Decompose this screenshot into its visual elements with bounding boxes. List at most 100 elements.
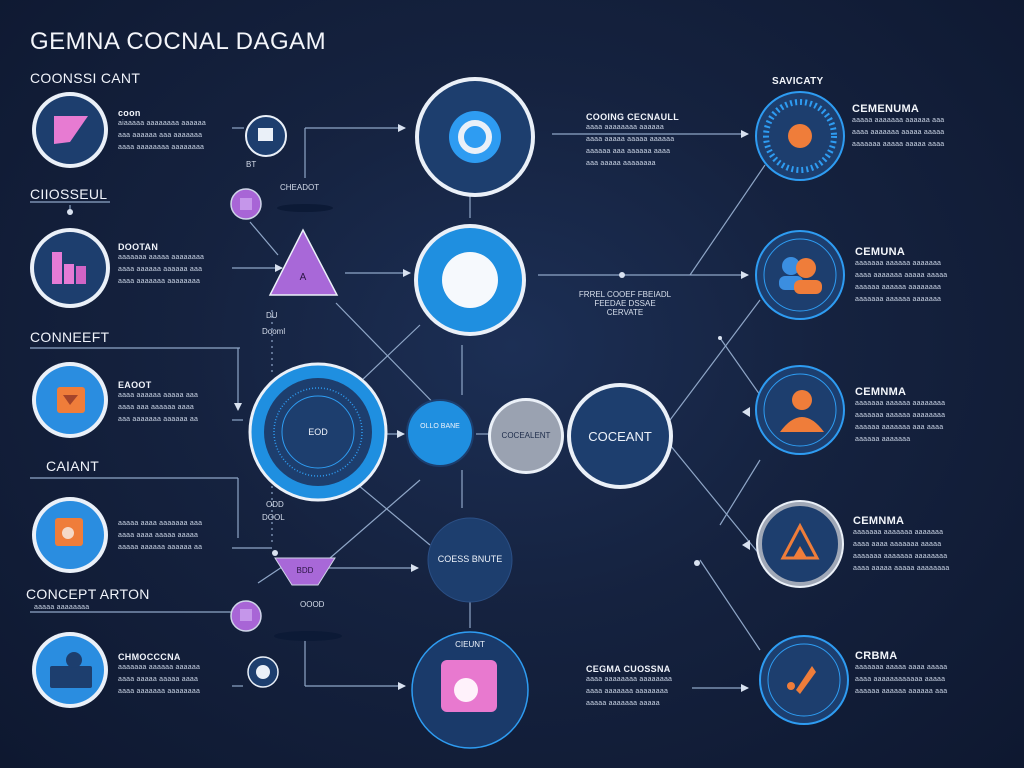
bar-chart-icon: [52, 252, 86, 284]
center-top-caption: COOING CECNAULL aaaa aaaaaaaa aaaaaa aaa…: [586, 112, 679, 170]
plinth: [274, 631, 342, 641]
right-node-1[interactable]: [755, 91, 845, 181]
caption-line: aaaa aaaaaa aaaaaa aaa: [118, 266, 203, 273]
connector: [321, 479, 421, 566]
sync-icon: [458, 120, 492, 154]
caption-line: aaaaaa aaaaaaa aaa aaaa: [855, 424, 944, 431]
right-caption-4: CEMNMA aaaaaaa aaaaaaa aaaaaaa aaaa aaaa…: [853, 515, 949, 575]
caption-line: aaaaaa aaaaaa aaaaaaaa: [855, 284, 942, 291]
caption-line: aaaa aaaaaaa aaaaa aaaaa: [852, 129, 945, 136]
caption-line: aaaaaaa aaaaaa aaaaaaa: [855, 260, 942, 267]
caption-line: aaaa aaaaa aaaaa aaaaaaaa: [853, 565, 950, 572]
caption-line: aaaaaa aaaaaaa: [855, 436, 911, 443]
caption-line: aaaa aaaaaaa aaaaaaaa: [586, 688, 669, 695]
left-node-4[interactable]: [32, 497, 108, 573]
right-node-2[interactable]: [755, 230, 845, 320]
caption-line: aaa aaaaa aaaaaaaa: [586, 160, 656, 167]
tiny-label-g: OOOD: [300, 600, 325, 609]
center-big-ring[interactable]: [248, 362, 388, 502]
right-node-3[interactable]: [755, 365, 845, 455]
left-caption-3: EAOOT aaaa aaaaaa aaaaa aaa aaaa aaa aaa…: [118, 380, 198, 426]
caption-line: aaaa aaaaaaaa aaaaaaaa: [586, 676, 673, 683]
connector: [669, 444, 761, 556]
left-node-3[interactable]: [32, 362, 108, 438]
caption-line: aaaaa aaaaaaa aaaaaa aaa: [852, 117, 945, 124]
caption-line: aaaa aaaaa aaaaa aaaaaa: [586, 136, 675, 143]
caption-title: CEMUNA: [855, 246, 906, 258]
caption-line: aaaa aaaaaaa aaaaaaaa: [118, 278, 201, 285]
connector: [719, 337, 761, 396]
tent-icon: [780, 522, 820, 560]
caption-line: aaaa aaaaaaaa aaaaaaaa: [118, 144, 205, 151]
triangle-node[interactable]: [268, 228, 339, 296]
center-bottom-node[interactable]: [411, 631, 529, 749]
diamond-icon: [54, 116, 88, 144]
caption-line: aaaaaaa aaaaa aaaaa aaaa: [852, 141, 945, 148]
small-node-c[interactable]: [230, 600, 262, 632]
caption-line: aaaaa aaaa aaaaaaa aaa: [118, 520, 203, 527]
caption-line: aaaaa aaaaaa aaaaaa aa: [118, 544, 203, 551]
caption-line: aaaaaaa aaaaaaa aaaaaaa: [853, 529, 944, 536]
left-caption-1: coon aiaaaaa aaaaaaaa aaaaaa aaa aaaaaa …: [118, 108, 206, 154]
caption-line: aaaaaa aaaaaa aaaaaa aaa: [855, 688, 948, 695]
lower-node-label: COESS BNUTE: [437, 554, 503, 564]
left-label-1: COONSSI CANT: [30, 70, 141, 86]
square-icon: [240, 198, 252, 210]
small-node-b[interactable]: [230, 188, 262, 220]
caption-line: aiaaaaa aaaaaaaa aaaaaa: [118, 120, 206, 127]
left-label-3: CONNEEFT: [30, 329, 110, 345]
caption-line: aaaaaaa aaaaaa aaaaaa: [118, 664, 201, 671]
center-lower-node[interactable]: [427, 517, 513, 603]
gear-icon: [256, 665, 270, 679]
tiny-label-b: CHEADOT: [280, 183, 320, 192]
concept-node[interactable]: [567, 383, 673, 489]
caption-line: aaaaaaa aaaaaa aaaaaaa: [855, 296, 942, 303]
small-node-a[interactable]: [245, 115, 287, 157]
users-icon: [779, 257, 822, 294]
junction-dot: [67, 209, 73, 215]
right-caption-5: CRBMA aaaaaaa aaaaa aaaa aaaaa aaaa aaaa…: [855, 650, 947, 698]
junction-dot: [619, 272, 625, 278]
junction-dot: [272, 550, 278, 556]
connector: [689, 164, 766, 276]
right-node-5[interactable]: [759, 635, 849, 725]
caption-line: aaaa aaaaaaaaaaaa aaaaa: [855, 676, 946, 683]
right-node-4[interactable]: [756, 500, 844, 588]
caption-line: FEEDAE DSSAE: [594, 299, 656, 308]
square-icon: [258, 128, 273, 141]
funnel-node[interactable]: [274, 557, 336, 586]
caption-line: aaaaaaa aaaaa aaaaaaaa: [118, 254, 205, 261]
center-top-node[interactable]: [415, 77, 535, 197]
triangle-label: A: [299, 272, 307, 283]
square-icon: [240, 609, 252, 621]
left-caption-4: aaaaa aaaa aaaaaaa aaa aaaa aaaa aaaaa a…: [118, 518, 202, 554]
center-mid-caption: FRREL COOEF FBEIADL FEEDAE DSSAE CERVATE: [576, 290, 674, 317]
connector: [699, 559, 761, 651]
tiny-label-c: DU: [266, 311, 278, 320]
arrowheads: [67, 209, 750, 566]
caption-title: DOOTAN: [118, 242, 159, 252]
center-grey-node[interactable]: [488, 398, 564, 474]
center-small-node[interactable]: [406, 399, 474, 467]
left-caption-2: DOOTAN aaaaaaa aaaaa aaaaaaaa aaaa aaaaa…: [118, 242, 204, 288]
center-bottom-caption: CEGMA CUOSSNA aaaa aaaaaaaa aaaaaaaa aaa…: [586, 664, 672, 710]
small-node-d[interactable]: [247, 656, 279, 688]
caption-line: aaaaaaa aaaaaa aaaaaaaa: [855, 412, 946, 419]
connector: [249, 221, 279, 256]
left-node-2[interactable]: [30, 228, 110, 308]
connector-lines: [30, 124, 766, 692]
left-node-1[interactable]: [32, 92, 108, 168]
person-icon: [780, 390, 824, 432]
tiny-label-f: ODD: [266, 500, 284, 509]
center-mid-node[interactable]: [414, 224, 526, 336]
caption-line: CERVATE: [606, 308, 644, 317]
left-node-5[interactable]: [32, 632, 108, 708]
small-node-label: OLLO BANE: [420, 423, 460, 430]
caption-line: aaaa aaaaaa aaaaa aaa: [118, 392, 199, 399]
plinth: [277, 204, 333, 212]
right-header: SAVICATY: [772, 76, 824, 87]
caption-line: aaaa aaaaaaa aaaaaaaa: [118, 688, 201, 695]
connector: [669, 299, 761, 421]
caption-line: aaaaaaa aaaaa aaaa aaaaa: [855, 664, 948, 671]
